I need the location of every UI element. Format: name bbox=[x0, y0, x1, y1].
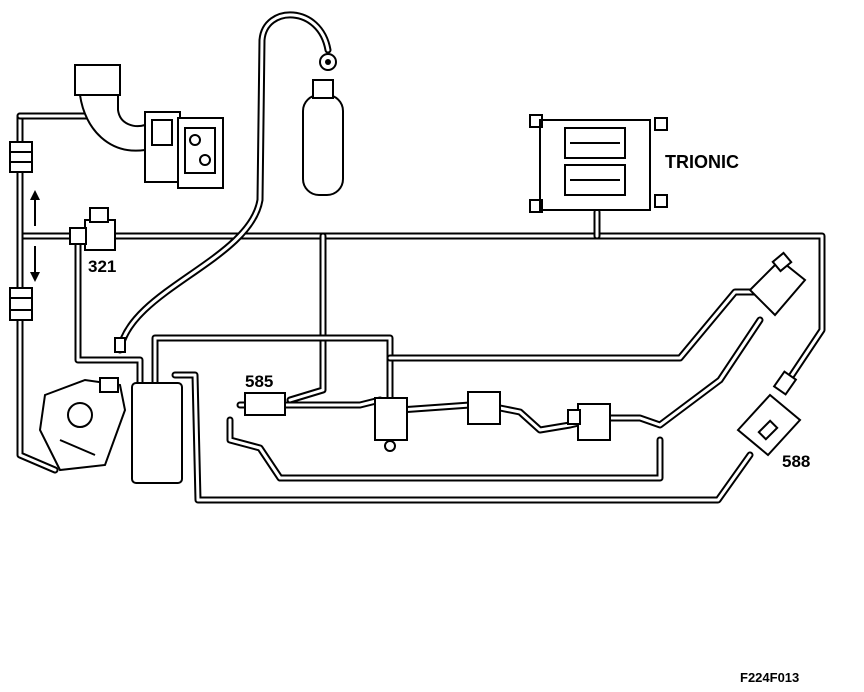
canister-fitting bbox=[114, 337, 126, 353]
gas-bottle bbox=[302, 53, 344, 196]
trionic-ecu: TRIONIC bbox=[529, 114, 739, 213]
label-585: 585 bbox=[245, 372, 273, 391]
585-body bbox=[244, 392, 286, 416]
clamp-lower bbox=[9, 287, 33, 321]
turbo-assembly bbox=[74, 64, 224, 189]
rail-end-fitting bbox=[748, 258, 807, 317]
label-321: 321 bbox=[88, 257, 116, 276]
clamp-upper bbox=[9, 141, 33, 173]
588-body bbox=[736, 393, 802, 457]
intake-pipe-end bbox=[74, 64, 121, 96]
bottle-body bbox=[302, 94, 344, 196]
bottle-valve bbox=[312, 79, 334, 99]
hose-to-585 bbox=[286, 232, 327, 404]
hose-clamps bbox=[9, 141, 33, 321]
hose-network bbox=[16, 11, 826, 504]
canister-body bbox=[131, 382, 183, 484]
valve-321: 321 bbox=[69, 207, 116, 276]
component-588: 588 bbox=[736, 370, 810, 471]
valve-body bbox=[84, 219, 116, 251]
label-588: 588 bbox=[782, 452, 810, 471]
rail-block-1 bbox=[374, 397, 408, 441]
rail-block-2 bbox=[467, 391, 501, 425]
rail-block-3 bbox=[577, 403, 611, 441]
throttle-body bbox=[38, 377, 127, 472]
carbon-canister bbox=[114, 337, 183, 484]
flow-arrows bbox=[30, 190, 40, 282]
fuel-rail-components bbox=[374, 251, 807, 452]
turbo-body bbox=[144, 111, 181, 183]
intake-elbow bbox=[78, 94, 146, 152]
ecu-label: TRIONIC bbox=[665, 152, 739, 172]
component-585: 585 bbox=[244, 372, 286, 416]
figure-code: F224F013 bbox=[740, 670, 799, 685]
